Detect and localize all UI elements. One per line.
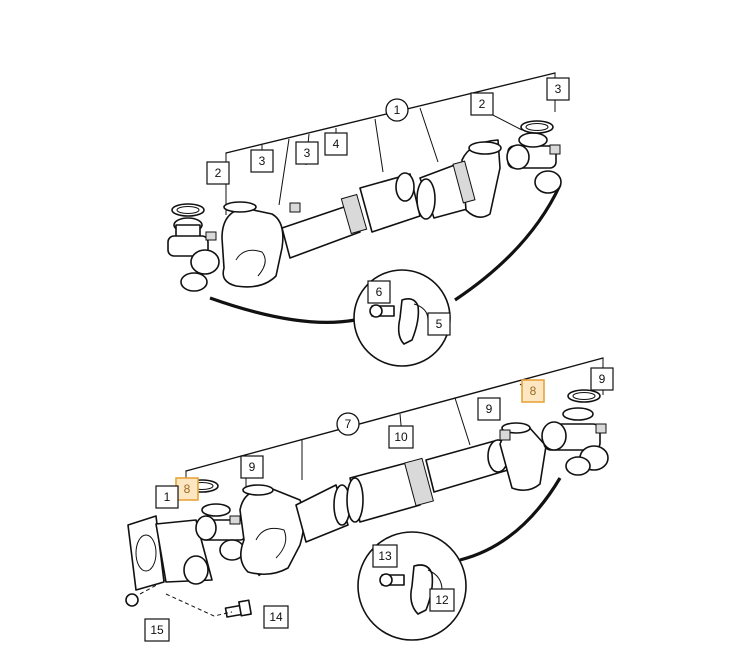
callout-label-1: 1 (394, 103, 401, 117)
callout-label-9-right: 9 (599, 372, 606, 386)
callout-label-3-far-right: 3 (555, 82, 562, 96)
callout-label-9-middle: 9 (486, 402, 493, 416)
upper-slip-yoke (416, 139, 502, 220)
callout-box-3-left (250, 149, 274, 173)
callout-box-10 (388, 425, 414, 449)
callout-label-2-left: 2 (215, 166, 222, 180)
callout-box-8-right-highlighted (521, 379, 545, 403)
callout-box-12 (429, 588, 455, 612)
callout-box-5 (427, 312, 451, 336)
callout-label-6: 6 (376, 285, 383, 299)
upper-left-yoke (221, 201, 301, 288)
callout-label-10: 10 (394, 430, 408, 444)
lower-slip-tube (346, 439, 509, 523)
callout-circle-1 (385, 98, 409, 122)
callout-label-7: 7 (345, 417, 352, 431)
callout-label-14: 14 (269, 610, 283, 624)
callout-box-9-middle (477, 397, 501, 421)
callout-label-15: 15 (150, 623, 164, 637)
callout-box-15 (144, 618, 170, 642)
callout-circle-7 (336, 412, 360, 436)
lower-shaft-tube (295, 484, 351, 543)
callout-box-9-left (240, 455, 264, 479)
callout-box-3-middle (295, 141, 319, 165)
callout-box-6 (367, 280, 391, 304)
callout-label-1-lower: 1 (164, 490, 171, 504)
upper-right-u-joint (506, 120, 562, 194)
callout-box-2-left (206, 161, 230, 185)
callout-box-2-right (470, 92, 494, 116)
lower-left-yoke (239, 484, 305, 576)
callout-box-9-right (590, 367, 614, 391)
callout-label-13: 13 (378, 549, 392, 563)
lower-right-u-joint (541, 389, 609, 476)
callout-box-3-far-right (546, 77, 570, 101)
lower-bolt-group (139, 579, 252, 618)
upper-shaft-tube (281, 172, 421, 259)
callout-label-8-right: 8 (530, 384, 537, 398)
callout-label-4: 4 (333, 137, 340, 151)
upper-left-u-joint (167, 203, 220, 292)
callout-label-3-left: 3 (259, 154, 266, 168)
callout-label-5: 5 (436, 317, 443, 331)
lower-right-yoke (499, 422, 547, 492)
callout-box-4 (324, 132, 348, 156)
callout-label-3-middle: 3 (304, 146, 311, 160)
callout-box-1-lower (155, 485, 179, 509)
callout-label-2-right: 2 (479, 97, 486, 111)
callout-label-8-left: 8 (184, 482, 191, 496)
callout-label-9-left: 9 (249, 460, 256, 474)
callout-box-14 (263, 605, 289, 629)
lower-flange (125, 515, 213, 607)
callout-box-13 (372, 544, 398, 568)
callout-labels: 1 2 3 4 3 3 2 6 5 7 10 9 8 9 9 8 1 (144, 77, 614, 642)
callout-label-12: 12 (435, 593, 449, 607)
upper-driveshaft-assembly (167, 72, 562, 367)
